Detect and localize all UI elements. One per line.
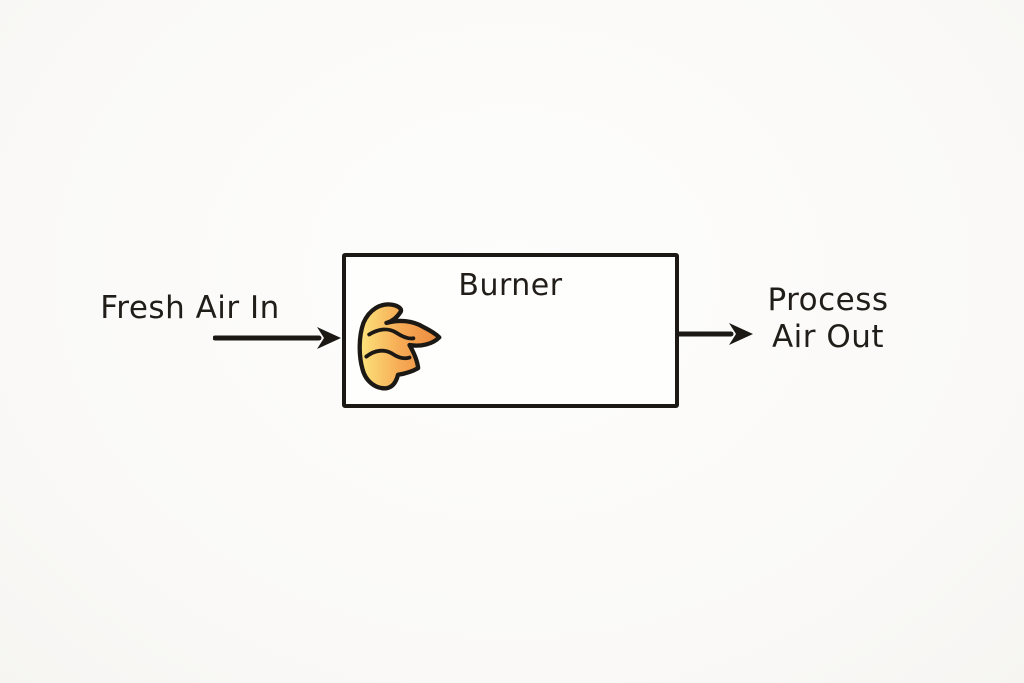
output-label-line2: Air Out bbox=[771, 319, 885, 355]
flame-inner-wave-bottom bbox=[364, 348, 412, 361]
burner-box: Burner bbox=[342, 253, 679, 408]
output-label-line1: Process bbox=[767, 282, 889, 318]
flame-icon bbox=[357, 302, 442, 391]
output-label: Process Air Out bbox=[748, 282, 908, 356]
input-label: Fresh Air In bbox=[100, 290, 280, 326]
flame-body bbox=[357, 302, 442, 391]
flame-inner-wave-top bbox=[367, 327, 416, 341]
output-arrow-head bbox=[729, 323, 753, 345]
input-arrow-head bbox=[317, 327, 341, 349]
burner-title: Burner bbox=[458, 268, 563, 303]
output-arrow bbox=[677, 323, 753, 345]
input-arrow bbox=[213, 327, 341, 349]
